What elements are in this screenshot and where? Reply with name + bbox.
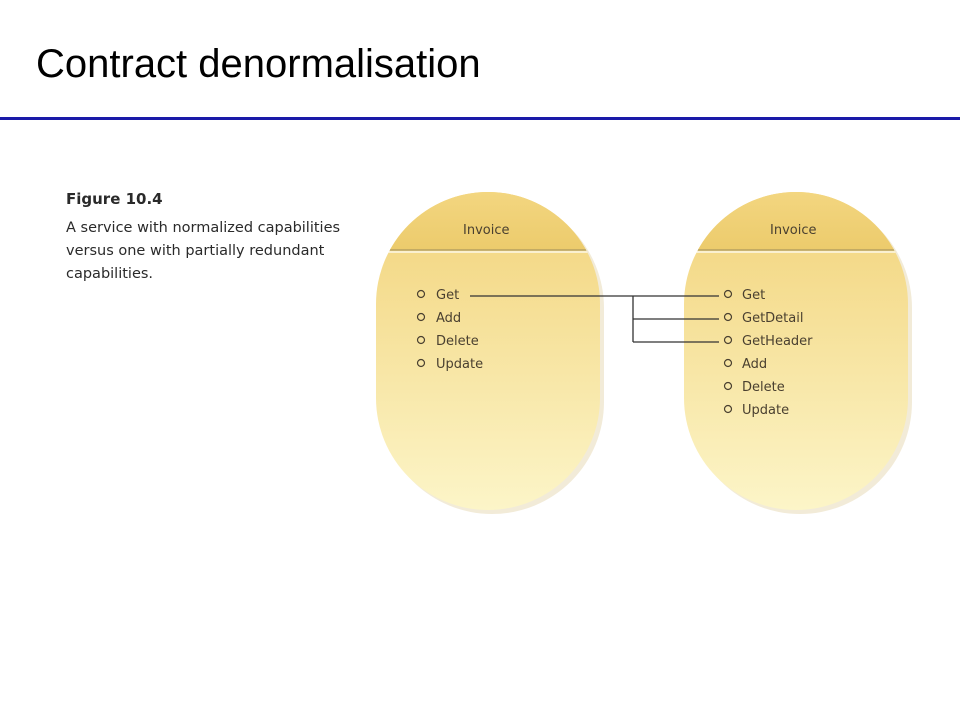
capability-delete: Delete xyxy=(723,380,785,395)
operation-icon xyxy=(723,312,733,322)
operation-icon xyxy=(416,289,426,299)
capability-update: Update xyxy=(723,403,789,418)
capability-connectors xyxy=(470,295,719,343)
service-normalized: Invoice Get Add Delete Update xyxy=(376,192,604,514)
figure-label: Figure 10.4 xyxy=(66,190,163,208)
operation-icon xyxy=(723,404,733,414)
operation-icon xyxy=(723,381,733,391)
capability-label: GetHeader xyxy=(742,334,813,349)
service-header xyxy=(376,192,600,250)
operation-icon xyxy=(416,358,426,368)
capability-label: Get xyxy=(742,288,765,303)
operation-icon xyxy=(723,335,733,345)
capability-label: Get xyxy=(436,288,459,303)
capability-getheader: GetHeader xyxy=(723,334,813,349)
capability-get: Get xyxy=(416,288,459,303)
capability-label: Delete xyxy=(436,334,479,349)
operation-icon xyxy=(416,312,426,322)
service-body xyxy=(376,192,600,510)
service-header xyxy=(684,192,908,250)
capability-label: Add xyxy=(742,357,767,372)
operation-icon xyxy=(723,358,733,368)
capability-getdetail: GetDetail xyxy=(723,311,803,326)
service-title: Invoice xyxy=(770,223,816,238)
figure-caption: A service with normalized capabilities v… xyxy=(66,220,341,282)
service-redundant: Invoice Get GetDetail GetHeader Add Dele… xyxy=(684,192,912,514)
capability-update: Update xyxy=(416,357,483,372)
capability-label: GetDetail xyxy=(742,311,803,326)
capability-delete: Delete xyxy=(416,334,479,349)
capability-get: Get xyxy=(723,288,765,303)
slide-title: Contract denormalisation xyxy=(36,42,481,86)
capability-label: Update xyxy=(742,403,789,418)
capability-add: Add xyxy=(723,357,767,372)
capability-label: Update xyxy=(436,357,483,372)
capability-label: Add xyxy=(436,311,461,326)
capability-add: Add xyxy=(416,311,461,326)
service-title: Invoice xyxy=(463,223,509,238)
operation-icon xyxy=(723,289,733,299)
service-body xyxy=(684,192,908,510)
capability-label: Delete xyxy=(742,380,785,395)
operation-icon xyxy=(416,335,426,345)
title-divider xyxy=(0,117,960,120)
